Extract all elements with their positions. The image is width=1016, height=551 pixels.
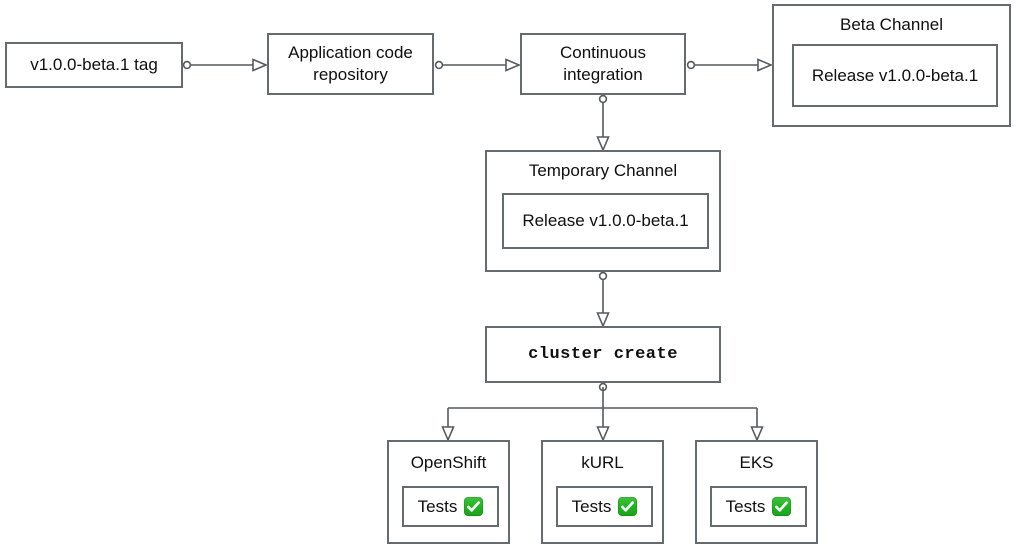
platform-kurl-tests-box[interactable]: Tests [556, 486, 653, 527]
platform-eks-tests-label: Tests [725, 496, 766, 516]
temporary-channel-release-box[interactable]: Release v1.0.0-beta.1 [502, 193, 709, 249]
beta-channel-release-label: Release v1.0.0-beta.1 [811, 65, 979, 85]
group-temporary-channel[interactable]: Temporary Channel Release v1.0.0-beta.1 [485, 150, 721, 272]
node-tag-label: v1.0.0-beta.1 tag [30, 55, 158, 75]
node-continuous-integration-label: Continuous integration [559, 43, 646, 84]
edge-ci-to-temporary-channel [596, 94, 610, 153]
node-application-code-repository-label: Application code repository [288, 43, 413, 84]
node-tag[interactable]: v1.0.0-beta.1 tag [5, 42, 183, 88]
temporary-channel-title: Temporary Channel [528, 161, 678, 180]
beta-channel-release-box[interactable]: Release v1.0.0-beta.1 [792, 44, 998, 107]
green-check-icon [464, 497, 484, 516]
node-cluster-create[interactable]: cluster create [485, 326, 721, 383]
edge-temporary-channel-to-cluster-create [596, 271, 610, 329]
platform-eks-title: EKS [739, 453, 774, 472]
group-platform-eks[interactable]: EKS Tests [695, 440, 818, 544]
group-platform-kurl[interactable]: kURL Tests [541, 440, 664, 544]
beta-channel-title: Beta Channel [839, 15, 944, 34]
edge-tag-to-repo [182, 58, 269, 72]
temporary-channel-release-label: Release v1.0.0-beta.1 [522, 211, 689, 231]
platform-openshift-title: OpenShift [410, 453, 487, 472]
platform-openshift-tests-label: Tests [417, 496, 458, 516]
node-cluster-create-label: cluster create [528, 344, 678, 364]
platform-kurl-title: kURL [581, 453, 624, 472]
group-platform-openshift[interactable]: OpenShift Tests [387, 440, 510, 544]
edge-cluster-create-to-platforms [441, 382, 764, 443]
node-continuous-integration[interactable]: Continuous integration [520, 33, 686, 95]
platform-kurl-tests-label: Tests [571, 496, 612, 516]
edge-repo-to-ci [434, 58, 522, 72]
green-check-icon [618, 497, 638, 516]
green-check-icon [772, 497, 792, 516]
node-application-code-repository[interactable]: Application code repository [267, 33, 434, 95]
edge-ci-to-beta-channel [686, 58, 774, 72]
platform-openshift-tests-box[interactable]: Tests [402, 486, 499, 527]
platform-eks-tests-box[interactable]: Tests [710, 486, 807, 527]
group-beta-channel[interactable]: Beta Channel Release v1.0.0-beta.1 [772, 4, 1011, 127]
